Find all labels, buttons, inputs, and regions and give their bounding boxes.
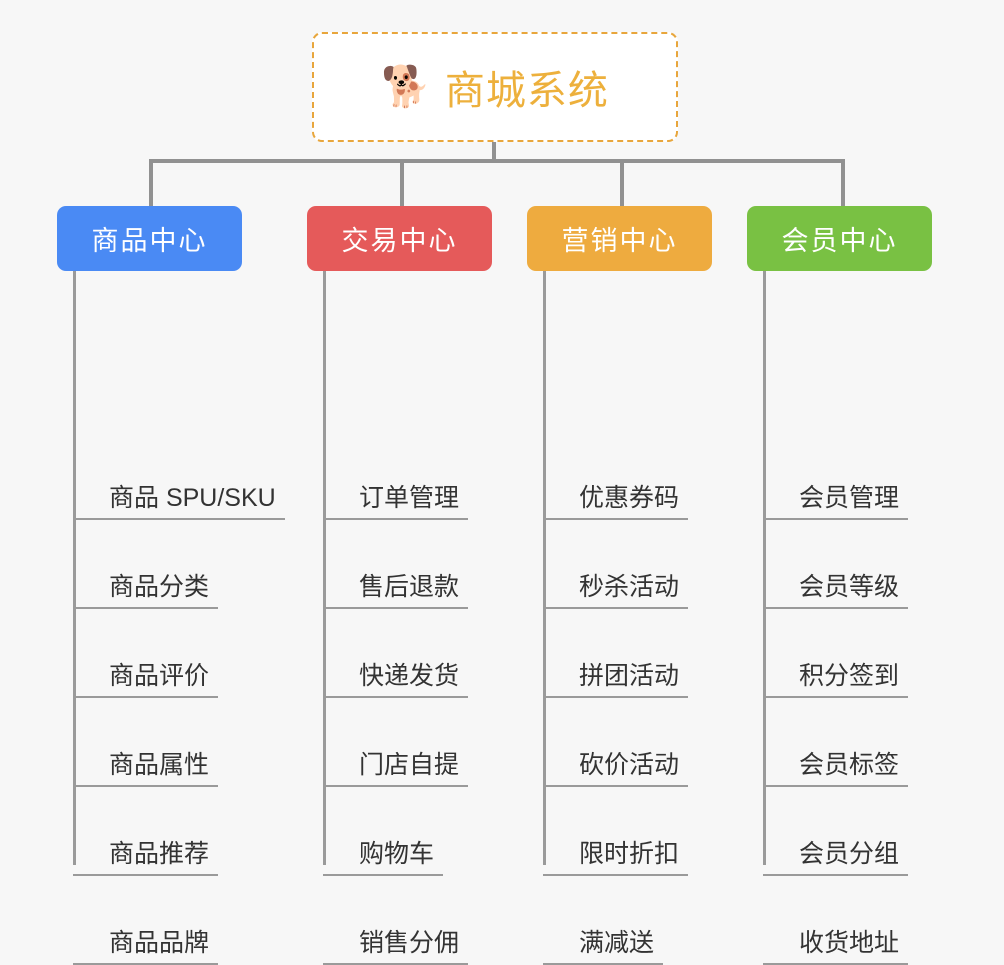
connector-drop-product-center: [149, 159, 153, 208]
branch-header-marketing-center[interactable]: 营销中心: [527, 206, 712, 271]
leaf-item-label: 购物车: [323, 841, 444, 877]
connector-root-stem: [492, 142, 496, 163]
leaf-item-label: 商品属性: [73, 752, 219, 788]
connector-drop-member-center: [841, 159, 845, 208]
leaf-item-label: 会员分组: [763, 841, 909, 877]
leaf-item-label: 砍价活动: [543, 752, 689, 788]
connector-drop-trade-center: [400, 159, 404, 208]
branch-product-center: 商品中心商品 SPU/SKU 商品分类商品评价商品属性商品推荐商品品牌: [57, 206, 285, 965]
branch-spine-marketing-center: [543, 271, 546, 865]
leaf-item-label: 销售分佣: [323, 930, 469, 965]
leaf-item-label: 售后退款: [323, 574, 469, 610]
root-title: 商城系统: [444, 69, 609, 113]
branch-trade-center: 交易中心订单管理售后退款快递发货门店自提购物车销售分佣: [307, 206, 492, 965]
branch-marketing-center: 营销中心优惠券码秒杀活动拼团活动砍价活动限时折扣满减送: [527, 206, 712, 965]
leaf-item-label: 商品 SPU/SKU: [73, 485, 285, 521]
shiba-dog-face-icon: 🐕: [381, 65, 431, 109]
leaf-item-label: 优惠券码: [543, 485, 689, 521]
connector-horizontal-bus: [149, 159, 842, 163]
leaf-item-label: 满减送: [543, 930, 664, 965]
branch-header-product-center[interactable]: 商品中心: [57, 206, 242, 271]
leaf-item-label: 拼团活动: [543, 663, 689, 699]
branch-spine-member-center: [763, 271, 766, 865]
leaf-item-label: 商品推荐: [73, 841, 219, 877]
leaf-item-label: 积分签到: [763, 663, 909, 699]
leaf-item-label: 限时折扣: [543, 841, 689, 877]
leaf-item-label: 商品品牌: [73, 930, 219, 965]
mindmap-canvas: 🐕 商城系统 商品中心商品 SPU/SKU 商品分类商品评价商品属性商品推荐商品品…: [57, 32, 932, 965]
leaf-item-label: 秒杀活动: [543, 574, 689, 610]
connector-drop-marketing-center: [620, 159, 624, 208]
branch-spine-product-center: [73, 271, 76, 865]
leaf-item-label: 会员等级: [763, 574, 909, 610]
leaf-item-label: 门店自提: [323, 752, 469, 788]
branch-member-center: 会员中心会员管理会员等级积分签到会员标签会员分组收货地址: [747, 206, 932, 965]
branch-header-trade-center[interactable]: 交易中心: [307, 206, 492, 271]
branch-header-member-center[interactable]: 会员中心: [747, 206, 932, 271]
leaf-item-label: 商品分类: [73, 574, 219, 610]
leaf-item-label: 商品评价: [73, 663, 219, 699]
leaf-item-label: 订单管理: [323, 485, 469, 521]
leaf-item-label: 快递发货: [323, 663, 469, 699]
branch-spine-trade-center: [323, 271, 326, 865]
leaf-item-label: 会员标签: [763, 752, 909, 788]
root-node[interactable]: 🐕 商城系统: [312, 32, 678, 142]
leaf-item-label: 收货地址: [763, 930, 909, 965]
leaf-item-label: 会员管理: [763, 485, 909, 521]
